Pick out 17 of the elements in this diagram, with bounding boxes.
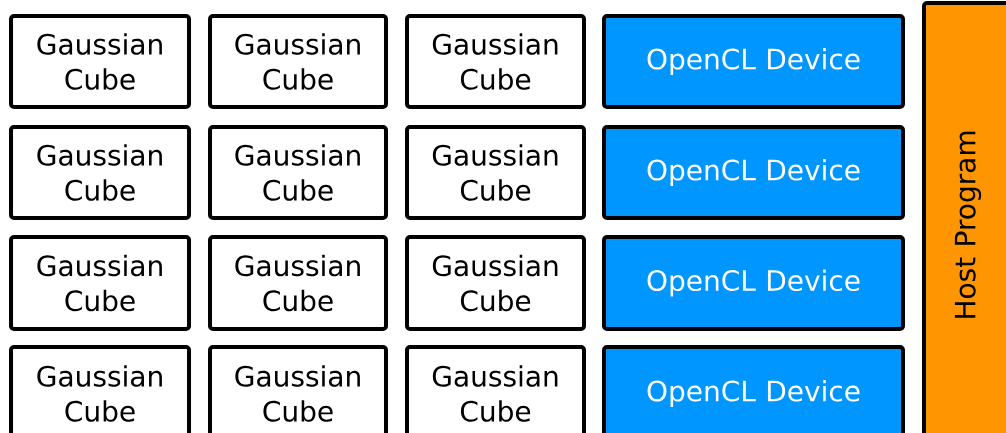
host-program-bar: Host Program <box>922 1 1006 433</box>
cube-box: Gaussian Cube <box>9 125 191 220</box>
cube-box: Gaussian Cube <box>405 125 586 220</box>
cube-box: Gaussian Cube <box>208 125 388 220</box>
cube-box: Gaussian Cube <box>405 14 586 109</box>
device-box: OpenCL Device <box>602 345 905 433</box>
cube-box: Gaussian Cube <box>208 345 388 433</box>
device-box: OpenCL Device <box>602 125 905 220</box>
cube-box: Gaussian Cube <box>405 345 586 433</box>
device-box: OpenCL Device <box>602 14 905 109</box>
cube-box: Gaussian Cube <box>405 235 586 331</box>
cube-box: Gaussian Cube <box>208 14 388 109</box>
cube-box: Gaussian Cube <box>9 345 191 433</box>
cube-box: Gaussian Cube <box>9 235 191 331</box>
device-box: OpenCL Device <box>602 235 905 331</box>
cube-box: Gaussian Cube <box>208 235 388 331</box>
cube-box: Gaussian Cube <box>9 14 191 109</box>
